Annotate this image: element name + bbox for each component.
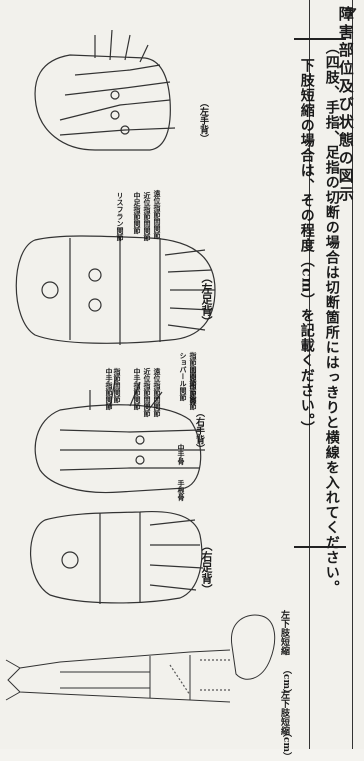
anatomy-label: 中手指節関節 <box>104 368 114 410</box>
shortening-unit-bottom: （cm） <box>280 728 293 761</box>
anatomy-label: 近位指節間関節 <box>142 192 152 241</box>
right-foot-skeleton <box>31 512 203 604</box>
anatomy-label: 中足指節関節 <box>132 192 142 234</box>
left-foot-caption: （左足背） <box>198 272 214 327</box>
left-hand-skeleton <box>35 30 175 150</box>
anatomy-label: 近位指節間関節 <box>142 368 152 417</box>
anatomy-label: 中手指節関節 <box>132 368 142 410</box>
anatomy-label: 手根骨 <box>176 480 186 501</box>
left-foot-skeleton <box>16 236 215 345</box>
anatomy-label: ショパール関節 <box>178 352 188 401</box>
right-foot-caption: （右足背） <box>198 540 214 595</box>
anatomy-label: 遠位指節間関節 <box>152 190 162 239</box>
left-hand-caption: （左手背） <box>197 98 210 143</box>
anatomy-label: リスフラン関節 <box>115 192 125 241</box>
right-hand-caption: （右手背） <box>193 408 206 453</box>
left-leg-shortening-label: 左下肢短縮 <box>278 610 291 655</box>
anatomy-label: 遠位指節間関節 <box>152 368 162 417</box>
anatomy-label: 中手骨 <box>176 444 186 465</box>
body-outline <box>6 615 275 702</box>
anatomy-label: 中足骨 <box>188 384 198 405</box>
